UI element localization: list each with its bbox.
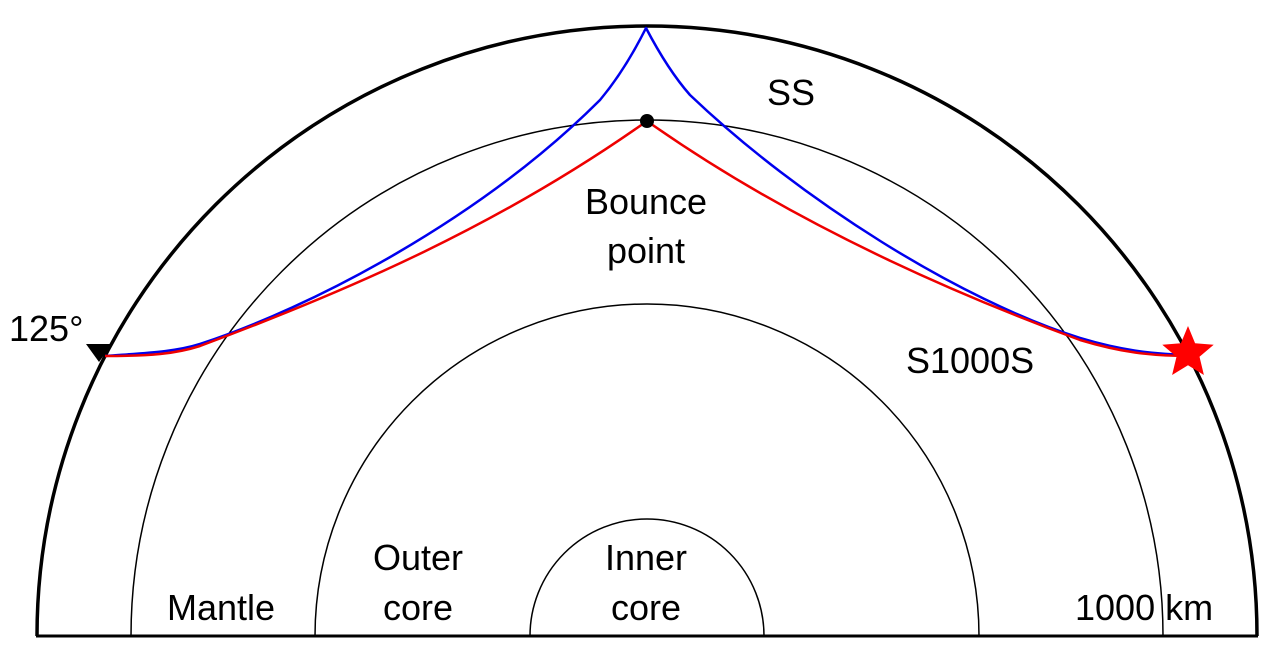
s1000s-label: S1000S	[906, 340, 1034, 381]
bounce-label-line1: Bounce	[585, 181, 707, 222]
outer-core-label-line1: Outer	[373, 537, 463, 578]
angle-label: 125°	[9, 308, 83, 349]
receiver-triangle-down-icon	[86, 344, 112, 362]
outer-core-label-line2: core	[383, 587, 453, 628]
bounce-dot-icon	[640, 114, 654, 128]
depth-label: 1000 km	[1075, 587, 1213, 628]
core-mantle-boundary	[314, 303, 980, 637]
ss-label: SS	[767, 72, 815, 113]
inner-core-label-line2: core	[611, 587, 681, 628]
source-star-icon	[1162, 326, 1214, 375]
inner-core-label-line1: Inner	[605, 537, 687, 578]
mantle-label: Mantle	[167, 587, 275, 628]
bounce-label-line2: point	[607, 230, 685, 271]
inner-core-boundary	[529, 518, 765, 637]
